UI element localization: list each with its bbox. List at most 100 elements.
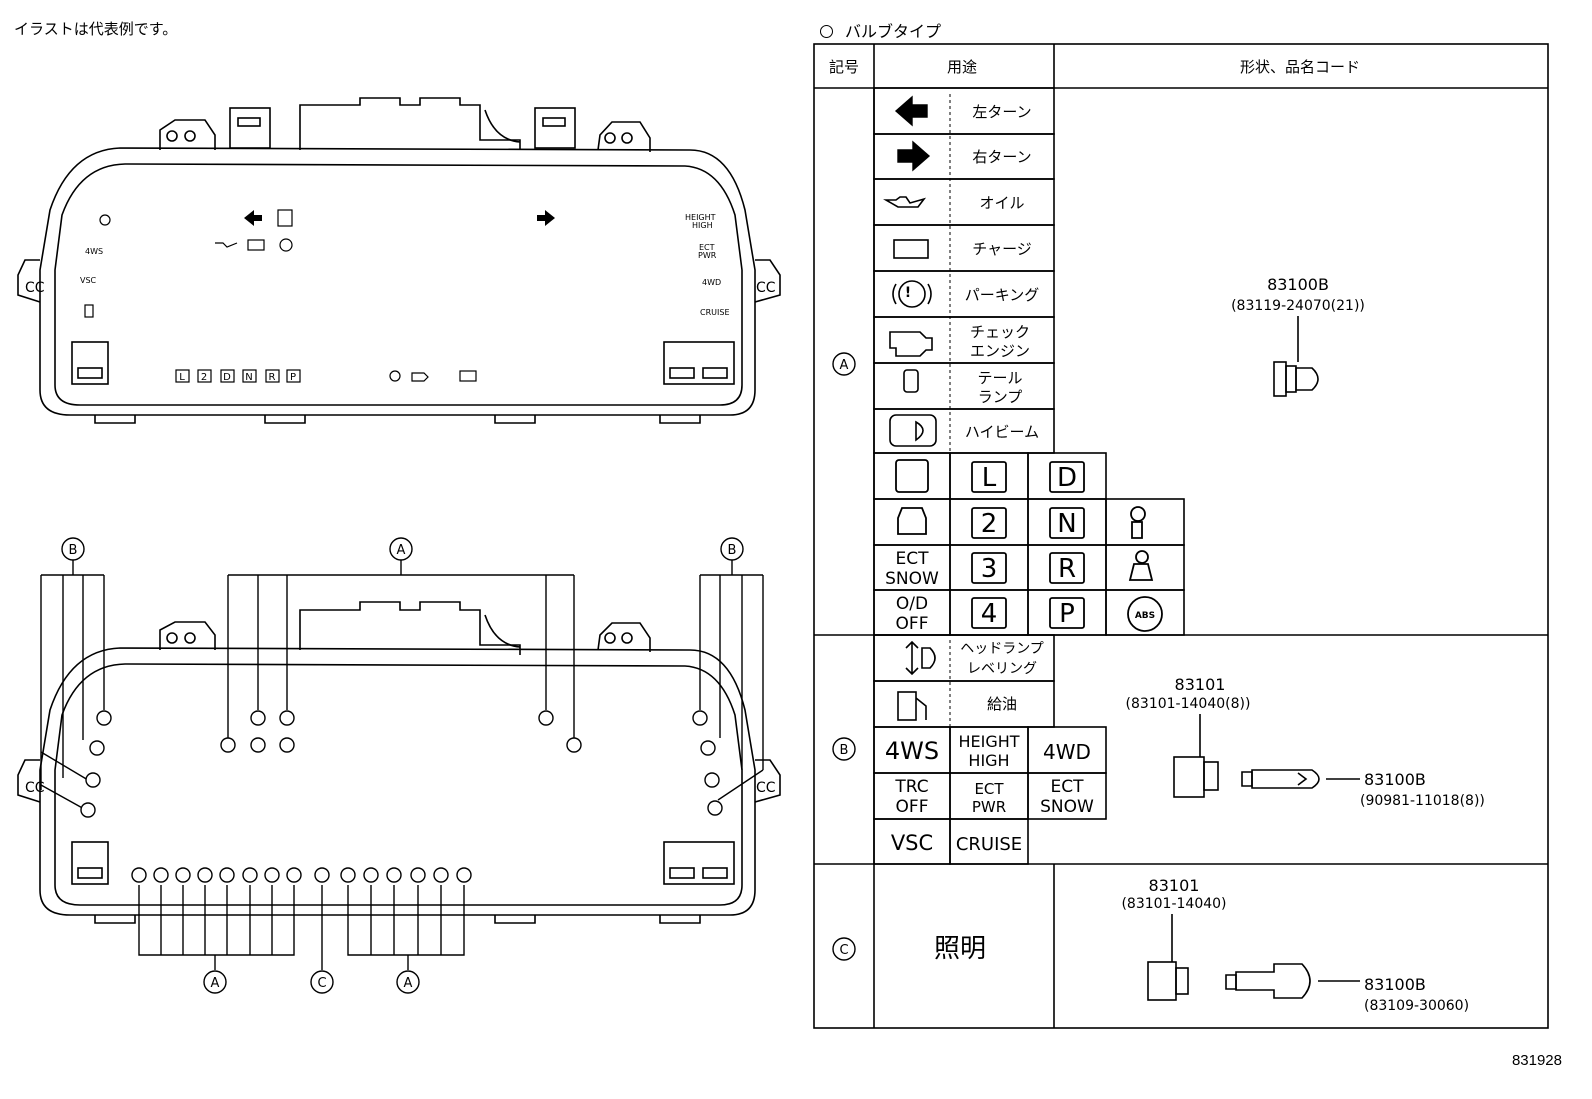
socket-no-c: 83101 — [1149, 876, 1200, 895]
group-a-label: A — [840, 358, 849, 373]
svg-text:PWR: PWR — [698, 251, 717, 260]
svg-text:ABS: ABS — [1135, 611, 1155, 621]
slip-indicator-icon — [895, 459, 929, 493]
svg-text:4WS: 4WS — [85, 247, 103, 256]
svg-text:P: P — [290, 372, 296, 383]
header-usage: 用途 — [947, 58, 977, 76]
callout-b-right: B — [728, 543, 737, 558]
socket-code-b: (83101-14040(8)) — [1126, 696, 1251, 712]
svg-text:L: L — [179, 372, 185, 383]
row-illumination: 照明 — [934, 934, 986, 964]
shift-d: D — [1057, 463, 1077, 493]
circle-bullet-icon — [820, 25, 833, 38]
abs-icon — [1127, 596, 1163, 632]
grid-4wd: 4WD — [1043, 740, 1091, 764]
wedge-bulb-small-icon — [1273, 316, 1319, 397]
svg-text:OFF: OFF — [896, 797, 929, 817]
header-symbol: 記号 — [829, 58, 859, 76]
svg-text:ヘッドランプ: ヘッドランプ — [960, 641, 1044, 657]
svg-text:ECT: ECT — [896, 549, 930, 569]
svg-text:ECT: ECT — [699, 243, 715, 252]
bulb-section-title-text: バルブタイプ — [845, 22, 942, 41]
svg-text:!: ! — [905, 285, 911, 301]
row-right-turn: 右ターン — [972, 148, 1031, 166]
row-oil: オイル — [979, 194, 1024, 212]
callout-a-bottom-right: A — [404, 976, 413, 991]
oil-icon — [883, 196, 927, 208]
bulb-no-c: 83100B — [1364, 975, 1426, 994]
bulb-no-b: 83100B — [1364, 770, 1426, 789]
socket-b-icon — [1173, 756, 1205, 798]
svg-text:HIGH: HIGH — [968, 751, 1009, 770]
svg-text:SNOW: SNOW — [885, 569, 939, 589]
callout-c-bottom: C — [317, 976, 326, 991]
grid-4ws: 4WS — [885, 737, 939, 765]
headlamp-leveling-icon — [905, 640, 919, 676]
group-b-label: B — [840, 743, 849, 758]
svg-text:CC: CC — [756, 780, 776, 796]
fuel-icon — [897, 691, 917, 721]
svg-text:OFF: OFF — [896, 614, 929, 634]
svg-text:CC: CC — [756, 280, 776, 296]
shift-3: 3 — [981, 554, 998, 584]
callout-a-top: A — [397, 543, 406, 558]
row-charge: チャージ — [972, 240, 1032, 258]
socket-no-b: 83101 — [1175, 675, 1226, 694]
svg-text:ECT: ECT — [1051, 777, 1085, 797]
svg-text:ECT: ECT — [974, 780, 1004, 798]
part-code-a: (83119-24070(21)) — [1231, 298, 1365, 314]
svg-text:CRUISE: CRUISE — [700, 308, 730, 317]
svg-text:SNOW: SNOW — [1040, 797, 1094, 817]
svg-text:HEIGHT: HEIGHT — [685, 213, 716, 222]
shift-2: 2 — [981, 509, 998, 539]
wedge-bulb-b-icon — [1241, 771, 1253, 787]
svg-text:VSC: VSC — [80, 276, 97, 285]
svg-text:テール: テール — [977, 369, 1022, 387]
shift-r: R — [1058, 554, 1076, 584]
svg-text:ハイビーム: ハイビーム — [965, 423, 1039, 441]
bulb-code-c: (83109-30060) — [1364, 998, 1469, 1014]
svg-text:HIGH: HIGH — [692, 221, 713, 230]
callout-a-bottom-left: A — [211, 976, 220, 991]
row-fuel: 給油 — [987, 695, 1017, 713]
row-parking: パーキング — [965, 286, 1040, 304]
svg-text:N: N — [245, 372, 252, 383]
svg-text:チェック: チェック — [970, 323, 1030, 341]
svg-text:PWR: PWR — [972, 798, 1006, 816]
header-shape: 形状、品名コード — [1240, 58, 1360, 76]
illustration-note: イラストは代表例です。 — [14, 20, 178, 38]
part-no-a: 83100B — [1267, 275, 1329, 294]
left-turn-icon — [894, 95, 928, 127]
wedge-bulb-c-icon — [1225, 974, 1237, 990]
bulb-type-table: 記号 用途 形状、品名コード A B C ! 左ターン 右ターン オイル チャー… — [813, 43, 1549, 1029]
svg-text:R: R — [269, 372, 276, 383]
mount-label-left: CC — [25, 280, 45, 296]
charge-icon — [893, 239, 929, 259]
right-turn-icon — [897, 140, 931, 172]
svg-text:TRC: TRC — [894, 777, 928, 797]
svg-text:D: D — [223, 372, 231, 383]
shift-4: 4 — [981, 599, 998, 629]
grid-vsc: VSC — [891, 831, 933, 855]
svg-text:CC: CC — [25, 780, 45, 796]
svg-text:エンジン: エンジン — [970, 342, 1030, 360]
airbag-icon — [1130, 506, 1146, 522]
svg-text:2: 2 — [201, 372, 207, 383]
shift-p: P — [1059, 599, 1075, 629]
group-c-label: C — [839, 943, 848, 958]
grid-cruise: CRUISE — [956, 834, 1022, 855]
bulb-section-title: バルブタイプ — [820, 18, 941, 42]
row-left-turn: 左ターン — [972, 103, 1031, 121]
check-engine-icon — [889, 331, 933, 357]
svg-text:HEIGHT: HEIGHT — [958, 732, 1019, 751]
shift-l: L — [982, 463, 997, 493]
parking-brake-icon — [898, 280, 926, 308]
svg-text:ランプ: ランプ — [978, 388, 1023, 406]
callout-b-left: B — [69, 543, 78, 558]
document-code: 831928 — [1511, 1052, 1562, 1069]
